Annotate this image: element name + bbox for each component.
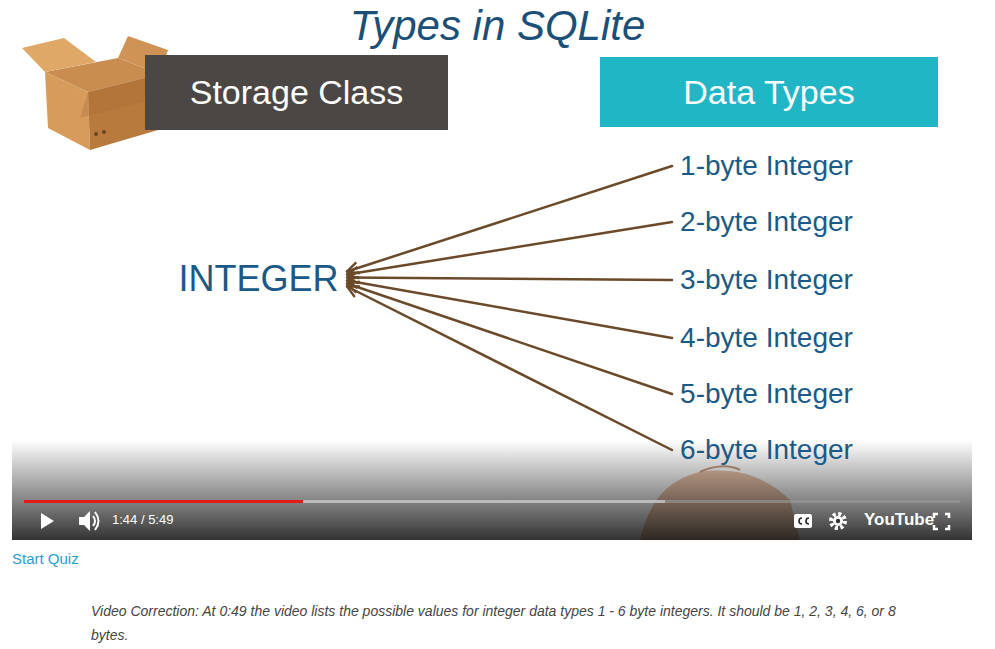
node-text: 2-byte Integer (680, 206, 853, 238)
settings-icon (831, 514, 845, 528)
quiz-link: Start Quiz (12, 550, 79, 567)
connector-arrow (347, 281, 672, 339)
correction-note: Video Correction: At 0:49 the video list… (91, 599, 903, 647)
fullscreen-icon (934, 514, 949, 529)
video-frame (12, 0, 972, 540)
node-text: 3-byte Integer (680, 264, 853, 296)
data-type-item: 4-byte Integer (672, 314, 861, 362)
volume-icon (79, 511, 99, 531)
node-text: Data Types (683, 73, 854, 112)
storage-class-name: INTEGER (170, 250, 347, 308)
connector-arrow (347, 287, 672, 451)
storage-class-box: Storage Class (145, 55, 448, 130)
data-type-item: 5-byte Integer (672, 370, 861, 418)
video-time: 1:44 / 5:49 (112, 512, 173, 527)
title: Types in SQLite (0, 2, 995, 50)
data-type-item: 6-byte Integer (672, 426, 861, 474)
node-text: 6-byte Integer (680, 434, 853, 466)
play-icon (41, 513, 54, 529)
connector-arrow (347, 222, 672, 275)
captions-icon (794, 514, 812, 528)
data-types-box: Data Types (600, 57, 938, 127)
connector-arrow (347, 278, 672, 281)
data-type-item: 1-byte Integer (672, 142, 861, 190)
player-logo: YouTube (864, 510, 934, 530)
data-type-item: 2-byte Integer (672, 198, 861, 246)
data-type-item: 3-byte Integer (672, 256, 861, 304)
node-text: 5-byte Integer (680, 378, 853, 410)
connector-arrow (347, 284, 672, 395)
node-text: 4-byte Integer (680, 322, 853, 354)
node-text: 1-byte Integer (680, 150, 853, 182)
buffer-bar (303, 500, 665, 503)
progress-track (24, 500, 960, 503)
node-text: INTEGER (178, 258, 338, 300)
connector-arrow (347, 166, 672, 272)
node-text: Storage Class (190, 73, 404, 112)
progress-bar (24, 500, 303, 503)
